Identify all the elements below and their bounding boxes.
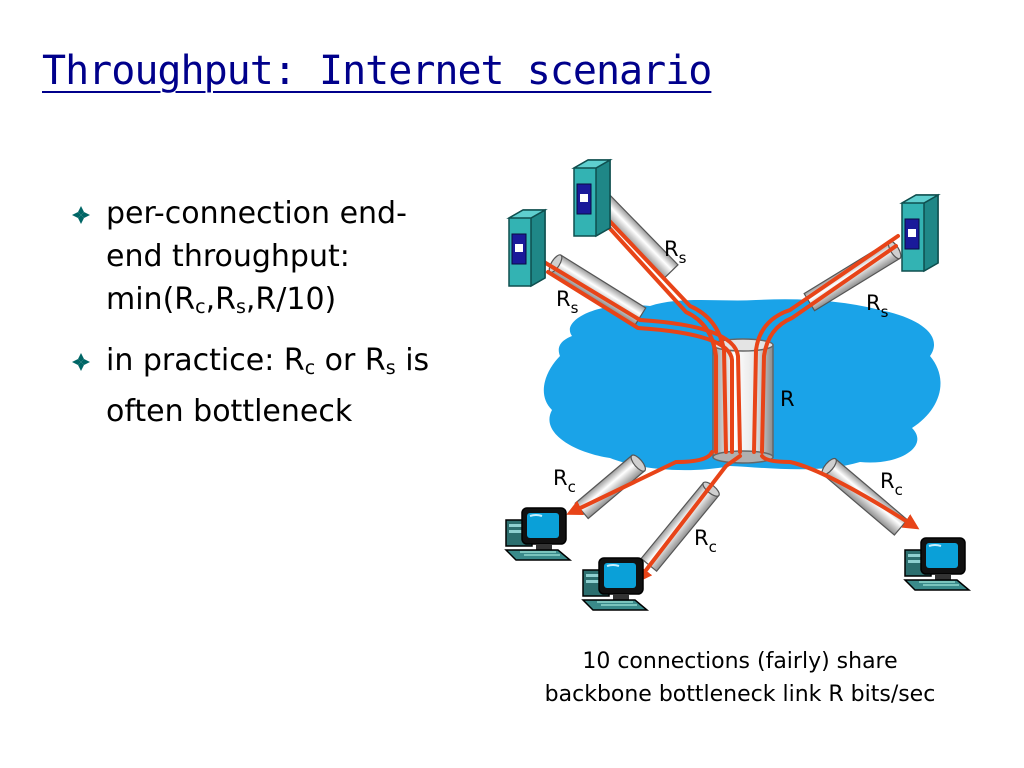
desktop-computer-icon xyxy=(904,537,970,591)
flow-client-3 xyxy=(760,454,920,530)
bullet-text: in practice: R xyxy=(106,343,305,378)
caption-line-2: backbone bottleneck link R bits/sec xyxy=(544,682,936,707)
server-link-label-2: Rs xyxy=(556,287,579,317)
client-link-label-3: Rc xyxy=(880,469,903,499)
desktop-computer-icon xyxy=(505,507,571,561)
desktop-computer-icon xyxy=(582,557,648,611)
subscript-s: s xyxy=(385,357,396,379)
flow-server-3 xyxy=(752,234,900,454)
flow-server-3b xyxy=(760,244,898,454)
bullet-item-bottleneck: in practice: Rc or Rs is often bottlenec… xyxy=(72,339,452,433)
subscript-c: c xyxy=(195,296,206,318)
server-icon xyxy=(901,194,939,272)
client-link-label-1: Rc xyxy=(553,466,576,496)
bullet-list: per-connection end-end throughput: min(R… xyxy=(72,192,452,443)
server-link-label-1: Rs xyxy=(664,237,687,267)
flow-server-2b xyxy=(546,270,734,454)
bullet-text: ,R/10) xyxy=(245,282,337,317)
server-icon xyxy=(508,209,546,287)
diamond-bullet-icon xyxy=(72,206,90,224)
bullet-text: per-connection end-end throughput: min(R xyxy=(106,196,407,317)
bullet-text: is often bottleneck xyxy=(106,343,430,429)
connection-flows xyxy=(542,210,920,584)
subscript-c: c xyxy=(304,357,316,379)
bottleneck-link-label: R xyxy=(780,387,795,411)
subscript-s: s xyxy=(235,296,246,318)
server-link-label-3: Rs xyxy=(866,291,889,321)
flow-server-1 xyxy=(599,210,728,454)
bullet-item-min-throughput: per-connection end-end throughput: min(R… xyxy=(72,192,452,329)
flow-client-2 xyxy=(636,454,742,584)
flow-server-2 xyxy=(542,260,742,454)
bullet-text: ,R xyxy=(205,282,236,317)
page-title: Throughput: Internet scenario xyxy=(42,48,712,94)
diamond-bullet-icon xyxy=(72,353,90,371)
client-link-label-2: Rc xyxy=(694,526,717,556)
server-icon xyxy=(573,159,611,237)
bullet-text: or R xyxy=(315,343,386,378)
flow-client-1 xyxy=(566,450,714,516)
diagram-caption: 10 connections (fairly) share backbone b… xyxy=(480,645,1000,711)
client-link-pipe-1 xyxy=(574,454,647,520)
caption-line-1: 10 connections (fairly) share xyxy=(582,649,898,674)
